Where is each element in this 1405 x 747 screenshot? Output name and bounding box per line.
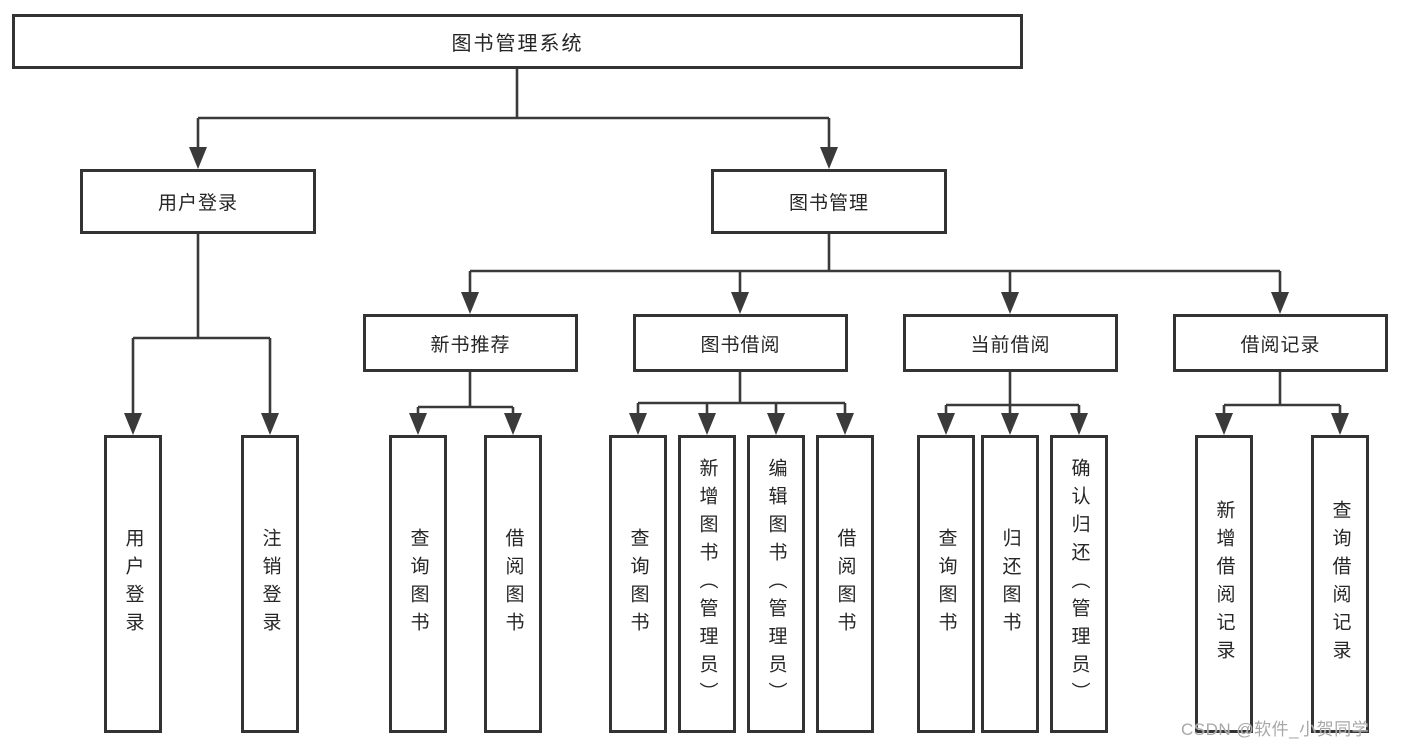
connector-book-management-sections bbox=[461, 234, 1289, 314]
node-user-login: 用户登录 bbox=[80, 169, 316, 234]
node-book-borrow: 图书借阅 bbox=[633, 314, 848, 372]
connector-borrow-records-children bbox=[1215, 372, 1349, 435]
leaf-borrow-book: 借阅图书 bbox=[816, 435, 874, 733]
leaf-recommend-query-book: 查询图书 bbox=[389, 435, 447, 733]
node-new-book-recommend: 新书推荐 bbox=[363, 314, 578, 372]
leaf-return-book: 归还图书 bbox=[981, 435, 1039, 733]
leaf-add-book-admin: 新增图书（管理员） bbox=[678, 435, 736, 733]
leaf-recommend-borrow-book: 借阅图书 bbox=[484, 435, 542, 733]
leaf-confirm-return-admin: 确认归还（管理员） bbox=[1050, 435, 1108, 733]
node-root-system: 图书管理系统 bbox=[12, 14, 1023, 69]
leaf-borrow-query-book: 查询图书 bbox=[609, 435, 667, 733]
node-current-borrow: 当前借阅 bbox=[903, 314, 1118, 372]
leaf-user-login: 用户登录 bbox=[104, 435, 162, 733]
node-borrow-records: 借阅记录 bbox=[1173, 314, 1388, 372]
leaf-logout: 注销登录 bbox=[241, 435, 299, 733]
leaf-edit-book-admin: 编辑图书（管理员） bbox=[747, 435, 805, 733]
connector-current-borrow-children bbox=[937, 372, 1088, 435]
leaf-add-borrow-record: 新增借阅记录 bbox=[1195, 435, 1253, 733]
connector-book-borrow-children bbox=[629, 372, 854, 435]
connector-new-book-recommend-children bbox=[409, 372, 522, 435]
connector-root-to-level2 bbox=[189, 69, 838, 169]
leaf-current-query-book: 查询图书 bbox=[917, 435, 975, 733]
leaf-query-borrow-record: 查询借阅记录 bbox=[1311, 435, 1369, 733]
csdn-watermark: CSDN @软件_小贺同学 bbox=[1181, 720, 1370, 739]
connector-user-login-children bbox=[124, 234, 279, 435]
node-book-management: 图书管理 bbox=[711, 169, 947, 234]
